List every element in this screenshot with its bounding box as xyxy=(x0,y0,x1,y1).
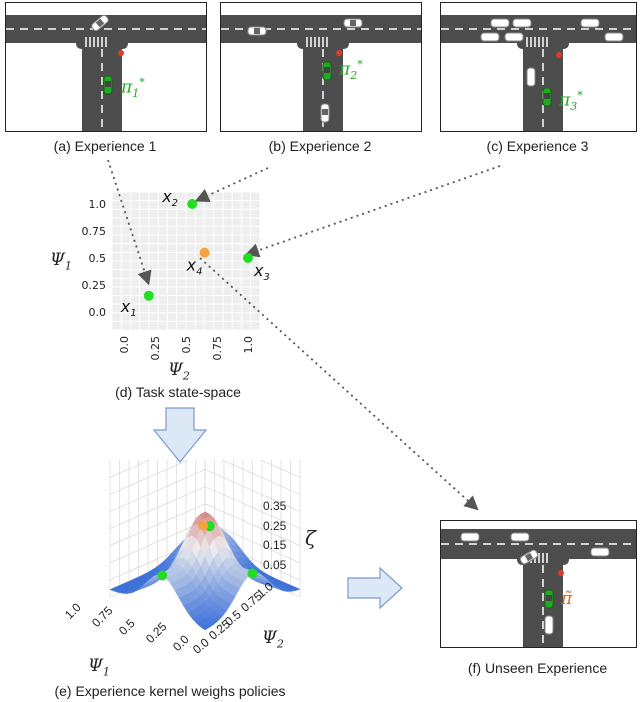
traffic-light-icon xyxy=(558,570,564,576)
scatter-point-x3 xyxy=(243,253,253,263)
down-arrow-icon xyxy=(152,407,208,463)
caption-c: (c) Experience 3 xyxy=(486,138,589,154)
surface-ztick: 0.35 xyxy=(263,499,287,513)
arrow-x4-to-unseen xyxy=(199,257,479,511)
right-arrow-icon xyxy=(347,566,403,610)
scatter-xtick: 0.5 xyxy=(180,336,193,354)
scatter-ytick: 1.0 xyxy=(89,198,107,211)
surface-zlabel: ζ xyxy=(305,526,316,550)
traffic-light-icon xyxy=(336,50,342,56)
surface-psi2-label: Ψ2 xyxy=(262,628,284,651)
experience-1-panel: π1* xyxy=(5,2,207,132)
scatter-ytick: 0.5 xyxy=(89,252,107,265)
scatter-point-label-x2: x2 xyxy=(161,187,178,209)
surface-cell xyxy=(200,624,210,631)
experience-kernel-surface xyxy=(109,460,301,631)
policy-2-label: π2* xyxy=(339,58,363,83)
arrow-exp3-to-x3 xyxy=(244,165,501,258)
traffic-light-icon xyxy=(556,52,562,58)
caption-e: (e) Experience kernel weighs policies xyxy=(54,683,286,699)
surface-ztick: 0.25 xyxy=(263,518,287,533)
policy-1-label: π1* xyxy=(121,76,145,101)
caption-d: (d) Task state-space xyxy=(115,384,241,400)
caption-f: (f) Unseen Experience xyxy=(467,660,608,676)
scatter-xlabel: Ψ2 xyxy=(168,360,190,383)
scatter-point-x2 xyxy=(187,199,198,209)
road-scene-1 xyxy=(6,14,206,131)
scatter-ytick: 0.0 xyxy=(89,306,107,319)
scatter-xtick: 0.25 xyxy=(149,336,162,361)
scatter-point-x1 xyxy=(143,290,154,301)
road-scene-3 xyxy=(441,15,636,131)
scatter-ylabel: Ψ1 xyxy=(50,250,72,273)
scatter-ytick: 0.75 xyxy=(82,225,107,238)
experience-2-panel: π2* xyxy=(220,2,422,132)
scatter-xtick: 1.0 xyxy=(242,336,255,354)
surface-point-4 xyxy=(198,520,209,531)
scatter-xtick: 0.75 xyxy=(211,336,224,361)
policy-3-label: π3* xyxy=(559,89,583,114)
scatter-xtick: 0.0 xyxy=(118,336,131,354)
experience-3-panel: π3* xyxy=(440,2,637,132)
surface-point-2 xyxy=(157,570,168,581)
scatter-point-x4 xyxy=(199,247,210,258)
surface-psi1-label: Ψ1 xyxy=(88,656,110,679)
surface-ztick: 0.15 xyxy=(263,538,287,552)
caption-a: (a) Experience 1 xyxy=(53,138,157,154)
unseen-policy-label: π̃ xyxy=(561,589,573,609)
scatter-ytick: 0.25 xyxy=(82,279,107,292)
road-scene-unseen xyxy=(441,529,636,647)
surface-point-3 xyxy=(247,568,258,579)
unseen-experience-panel: π̃ xyxy=(440,520,637,648)
traffic-light-icon xyxy=(118,50,124,56)
arrow-exp2-to-x2 xyxy=(194,167,269,203)
road-scene-2 xyxy=(221,15,421,131)
surface-ztick: 0.05 xyxy=(263,557,287,572)
scatter-point-label-x3: x3 xyxy=(253,261,270,283)
caption-b: (b) Experience 2 xyxy=(268,138,372,154)
